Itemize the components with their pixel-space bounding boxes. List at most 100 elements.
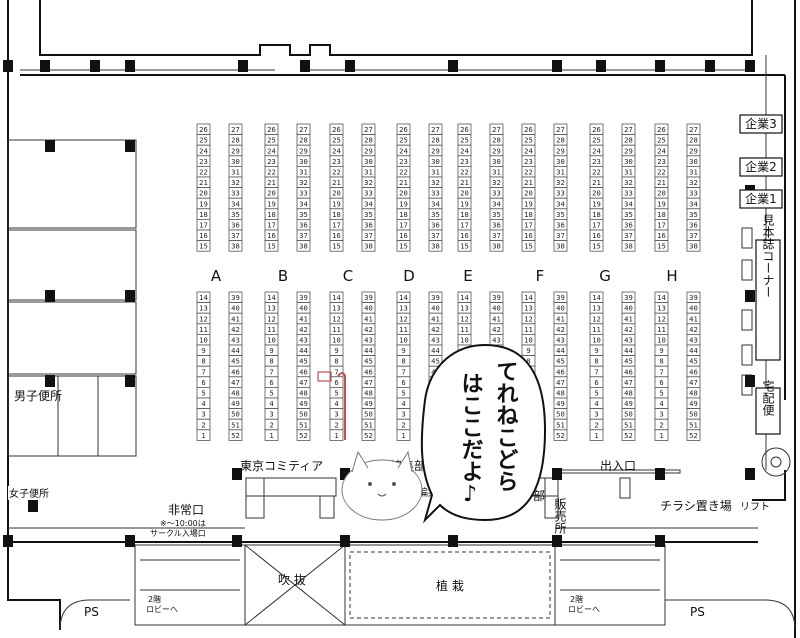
desk-number: 23	[199, 157, 208, 166]
desk-number: 6	[269, 378, 273, 387]
desk-number: 34	[624, 199, 633, 208]
desk-number: 17	[524, 221, 533, 230]
desk-number: 50	[299, 410, 308, 419]
desk-number: 3	[594, 410, 598, 419]
desk-number: 30	[299, 157, 308, 166]
desk-number: 48	[299, 389, 308, 398]
desk-number: 22	[592, 168, 601, 177]
desk-number: 4	[269, 399, 273, 408]
desk-number: 26	[267, 125, 276, 134]
desk-number: 9	[269, 346, 273, 355]
desk-number: 23	[267, 157, 276, 166]
desk-number: 10	[592, 336, 601, 345]
desk-number: 21	[524, 178, 533, 187]
desk-number: 40	[556, 304, 565, 313]
desk-number: 10	[267, 336, 276, 345]
desk-number: 43	[364, 336, 373, 345]
stair-left-2f: 2階	[148, 594, 161, 604]
desk-number: 9	[659, 346, 663, 355]
desk-number: 34	[431, 199, 440, 208]
desk-number: 13	[524, 304, 533, 313]
desk-number: 18	[657, 210, 666, 219]
desk-number: 20	[267, 189, 276, 198]
column-letter-b: B	[278, 267, 288, 285]
desk-number: 32	[492, 178, 501, 187]
desk-number: 52	[299, 431, 308, 440]
desk-number: 35	[299, 210, 308, 219]
desk-number: 20	[657, 189, 666, 198]
desk-number: 15	[267, 242, 276, 251]
stairs-right	[560, 559, 660, 591]
desk-number: 39	[492, 293, 501, 302]
desk-number: 33	[492, 189, 501, 198]
desk-number: 25	[657, 136, 666, 145]
desk	[296, 429, 311, 441]
desk-number: 27	[299, 125, 308, 134]
desk-number: 5	[269, 389, 273, 398]
desk-number: 34	[231, 199, 240, 208]
desk-number: 13	[657, 304, 666, 313]
desk-number: 22	[524, 168, 533, 177]
emergency-exit-note2: サークル入場口	[150, 528, 206, 538]
desk-number: 12	[592, 314, 601, 323]
desk-number: 41	[689, 314, 698, 323]
desk-number: 19	[332, 199, 341, 208]
desk-number: 40	[364, 304, 373, 313]
sales-label: 販売所	[553, 498, 567, 534]
desk	[264, 429, 279, 441]
desk-number: 39	[689, 293, 698, 302]
desk-number: 24	[267, 146, 276, 155]
desk-number: 11	[199, 325, 208, 334]
desk-number: 8	[594, 357, 598, 366]
desk-number: 33	[231, 189, 240, 198]
desk-number: 52	[689, 431, 698, 440]
desk-number: 23	[460, 157, 469, 166]
desk-number: 50	[231, 410, 240, 419]
desk-number: 14	[460, 293, 469, 302]
desk-number: 48	[556, 389, 565, 398]
column-letter-h: H	[666, 267, 677, 285]
desk-number: 14	[524, 293, 533, 302]
desk-number: 24	[657, 146, 666, 155]
ps-left-label: PS	[84, 605, 99, 619]
desk-number: 48	[231, 389, 240, 398]
desk-number: 5	[659, 389, 663, 398]
desk-number: 46	[689, 367, 698, 376]
desk-number: 38	[299, 242, 308, 251]
desk-number: 40	[299, 304, 308, 313]
desk-number: 22	[199, 168, 208, 177]
desk-number: 47	[299, 378, 308, 387]
desk-number: 4	[401, 399, 405, 408]
desk-number: 33	[364, 189, 373, 198]
desk-number: 7	[269, 367, 273, 376]
desk-number: 40	[431, 304, 440, 313]
desk-number: 28	[689, 136, 698, 145]
desk-number: 20	[199, 189, 208, 198]
desk-number: 24	[592, 146, 601, 155]
desk-number: 29	[231, 146, 240, 155]
desk-number: 38	[689, 242, 698, 251]
desk-number: 10	[524, 336, 533, 345]
desk-number: 16	[524, 231, 533, 240]
desk-number: 40	[492, 304, 501, 313]
desk-number: 19	[460, 199, 469, 208]
desk-number: 30	[556, 157, 565, 166]
desk-number: 32	[624, 178, 633, 187]
desk-number: 47	[624, 378, 633, 387]
desk-number: 27	[556, 125, 565, 134]
desk-number: 42	[689, 325, 698, 334]
cat-illustration	[341, 450, 423, 521]
desk	[428, 240, 443, 252]
desk-number: 8	[201, 357, 205, 366]
desk-number: 32	[689, 178, 698, 187]
column-letter-a: A	[211, 267, 222, 285]
desk-number: 46	[231, 367, 240, 376]
desk	[196, 429, 211, 441]
kigyo2-label: 企業2	[745, 159, 777, 174]
desk-number: 13	[332, 304, 341, 313]
desk-number: 15	[524, 242, 533, 251]
desk-number: 17	[332, 221, 341, 230]
desk	[521, 240, 536, 252]
desk-number: 51	[364, 420, 373, 429]
desk-number: 37	[364, 231, 373, 240]
